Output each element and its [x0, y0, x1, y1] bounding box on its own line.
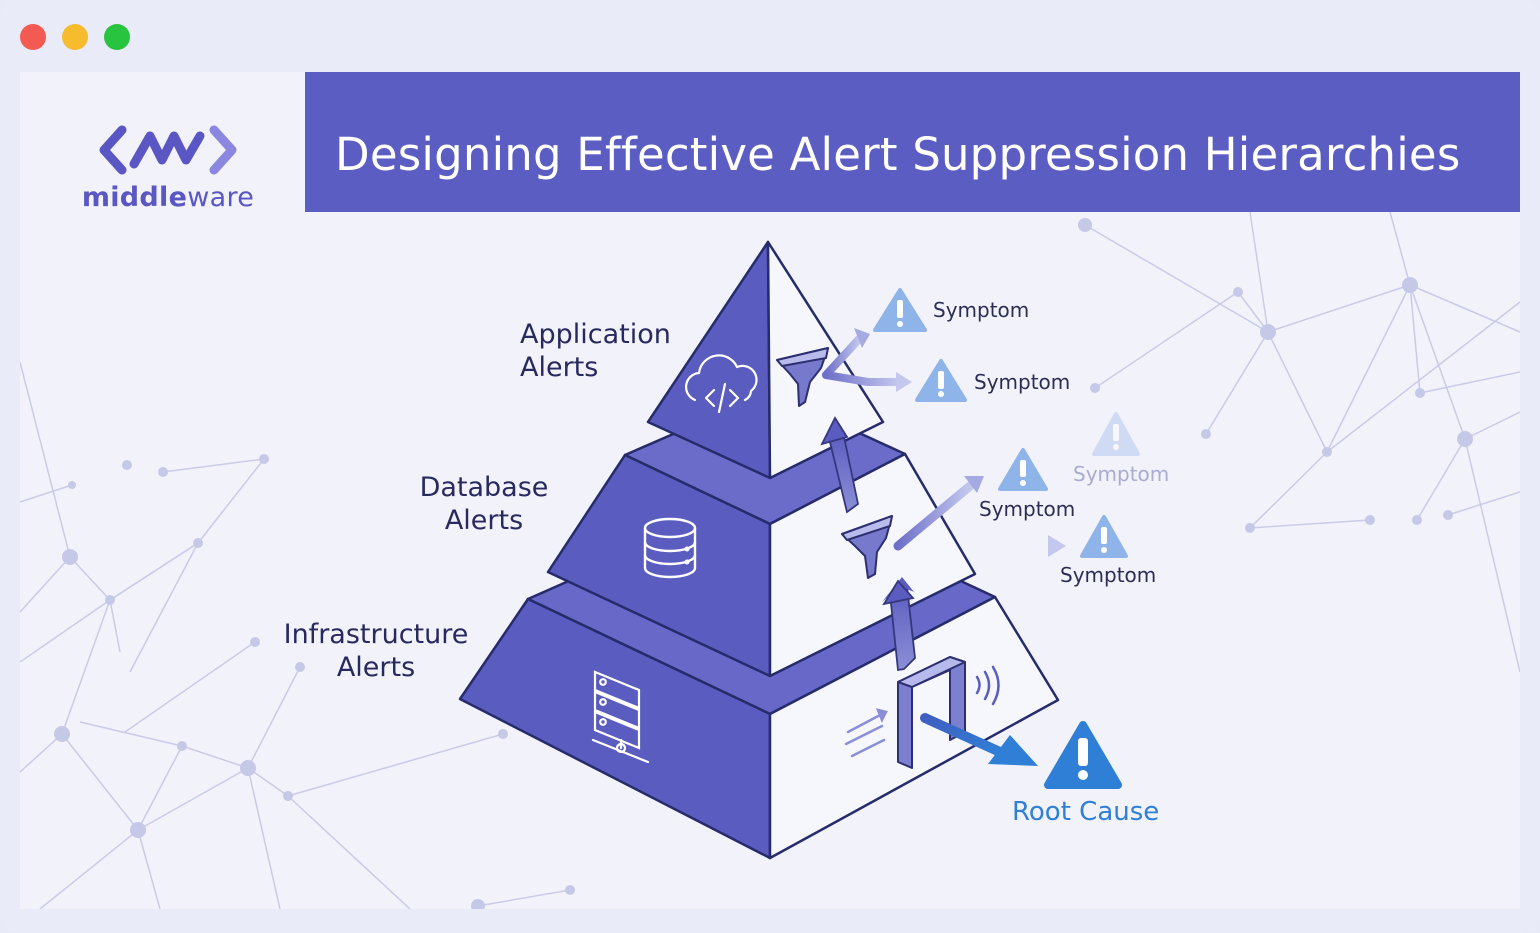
filter-funnel-icon-upper — [776, 347, 829, 407]
gateway-frame-icon — [897, 656, 966, 769]
minimize-window-button[interactable] — [62, 24, 88, 50]
symptom-label: Symptom — [933, 298, 1030, 322]
slide-canvas: middleware Designing Effective Alert Sup… — [20, 72, 1520, 909]
escalation-arrow-upper — [820, 416, 859, 514]
warning-icon — [915, 359, 967, 402]
database-icon — [643, 517, 697, 579]
warning-icon — [1080, 515, 1128, 558]
network-background-decoration — [20, 211, 1520, 909]
tier-label-database-line1: Database — [419, 472, 549, 503]
signal-waves-icon — [975, 665, 1000, 706]
warning-icon — [873, 288, 927, 332]
tier-label-application-line2: Alerts — [520, 352, 599, 383]
page-title: Designing Effective Alert Suppression Hi… — [335, 128, 1461, 181]
symptom-label: Symptom — [974, 370, 1071, 394]
suppression-arrow-app-right — [822, 371, 912, 392]
middleware-logo[interactable]: middleware — [76, 120, 260, 220]
tier-label-infrastructure: Infrastructure Alerts — [276, 618, 476, 684]
tier-label-infrastructure-line2: Alerts — [336, 652, 416, 683]
suppression-arrow-app-up — [822, 328, 870, 379]
code-bracket-wave-icon — [99, 125, 237, 175]
symptom-label: Symptom — [1060, 563, 1157, 587]
maximize-window-button[interactable] — [104, 24, 130, 50]
tier-label-application: Application Alerts — [520, 318, 690, 384]
symptom-label: Symptom — [979, 497, 1076, 521]
suppression-arrow-db-right — [893, 535, 1066, 557]
suppression-arrow-db-up — [893, 476, 984, 551]
tier-label-database: Database Alerts — [410, 471, 558, 537]
close-window-button[interactable] — [20, 24, 46, 50]
tier-label-infrastructure-line1: Infrastructure — [283, 619, 469, 650]
logo-wordmark-suffix: ware — [187, 182, 255, 213]
filter-funnel-icon-lower — [841, 515, 893, 579]
pyramid-tier-application — [646, 240, 885, 480]
symptom-label-faded: Symptom — [1073, 462, 1170, 486]
tier-label-database-line2: Alerts — [444, 505, 524, 536]
motion-lines-icon — [844, 708, 888, 758]
server-rack-icon — [591, 670, 650, 764]
root-cause-warning-icon — [1044, 721, 1122, 789]
warning-icon — [998, 448, 1048, 491]
tier-label-application-line1: Application — [520, 319, 671, 350]
root-cause-arrow — [920, 713, 1038, 766]
escalation-arrow-lower — [882, 577, 916, 672]
pyramid-diagram — [458, 240, 1140, 860]
title-banner: Designing Effective Alert Suppression Hi… — [305, 72, 1520, 212]
warning-icon-faded — [1092, 412, 1140, 456]
logo-wordmark-prefix: middle — [81, 182, 188, 213]
cloud-code-icon — [685, 354, 758, 414]
logo-wordmark: middleware — [76, 182, 260, 213]
root-cause-label: Root Cause — [1012, 797, 1160, 827]
